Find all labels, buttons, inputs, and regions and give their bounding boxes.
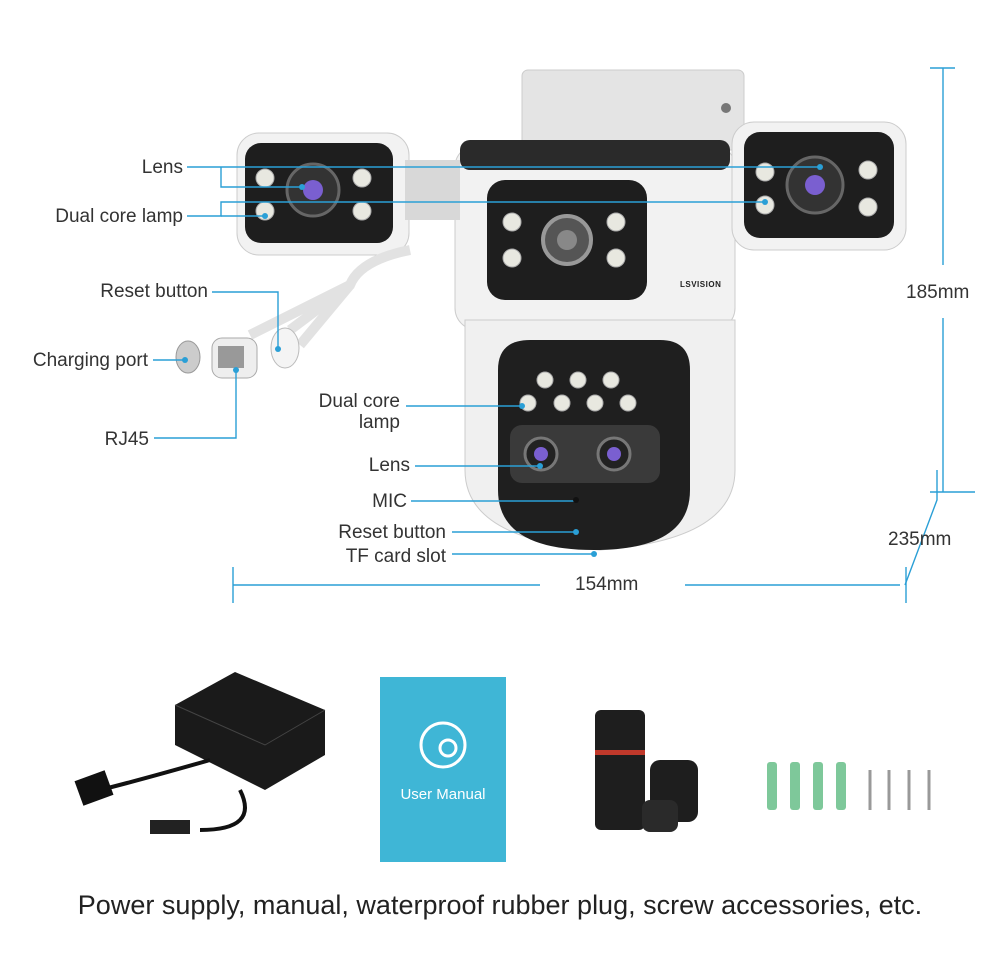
callout-bottom-lens: Lens: [368, 455, 410, 476]
callout-charging-port: Charging port: [32, 350, 148, 371]
callout-tf-card: TF card slot: [345, 546, 446, 567]
waterproof-rubber-plug: [595, 710, 698, 832]
screws-and-anchors: [767, 762, 931, 810]
callout-reset-bottom: Reset button: [338, 522, 446, 543]
callout-left-lamp: Dual core lamp: [55, 206, 183, 227]
power-adapter: [74, 672, 326, 834]
manual-label: User Manual: [400, 786, 486, 803]
upper-housing: [454, 140, 736, 331]
callout-mic: MIC: [372, 491, 407, 512]
brand-logo: LSVISION: [680, 280, 722, 289]
callout-bottom-lamp: Dual core lamp: [319, 391, 400, 433]
dimension-185: 185mm: [906, 282, 970, 303]
callout-lines: [153, 67, 975, 603]
callout-reset-cable: Reset button: [100, 281, 208, 302]
wall-bracket: [521, 69, 745, 151]
callout-bottom-lamp-line1: Dual core: [318, 391, 400, 412]
callout-left-lens: Lens: [141, 157, 183, 178]
callout-rj45: RJ45: [104, 429, 149, 450]
callout-bottom-lamp-line2: lamp: [358, 412, 400, 433]
callout-dots: [182, 164, 823, 557]
dimension-235: 235mm: [888, 529, 952, 550]
accessories-caption: Power supply, manual, waterproof rubber …: [77, 890, 923, 920]
dimension-154: 154mm: [575, 574, 639, 595]
left-side-camera: [236, 132, 460, 256]
center-lamps: [502, 212, 626, 268]
lower-dome: [464, 319, 736, 551]
right-side-camera: [731, 121, 907, 251]
user-manual: [380, 677, 506, 862]
cable-assembly: [247, 245, 412, 349]
